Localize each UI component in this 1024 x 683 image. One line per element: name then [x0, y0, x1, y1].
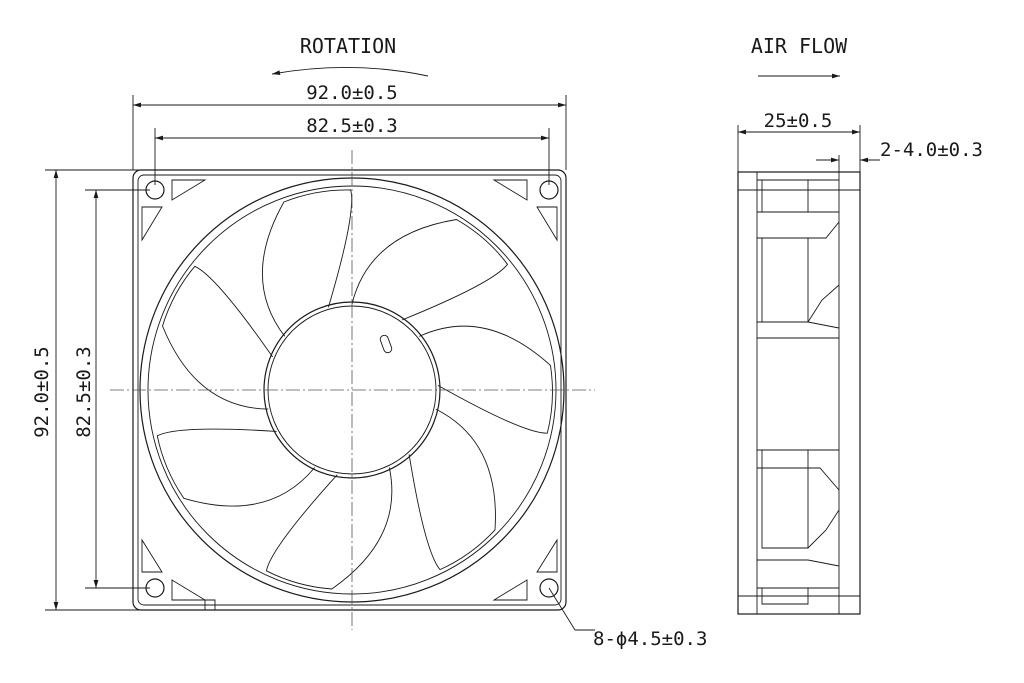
fan-blades [156, 189, 553, 590]
mount-hole-icon [539, 578, 559, 598]
height-overall-label: 92.0±0.5 [31, 346, 53, 438]
hub-label-slot [379, 334, 393, 354]
fan-blade [156, 428, 316, 507]
flange-dimension: 2-4.0±0.3 [816, 139, 983, 172]
front-view: ROTATION 92.0±0.5 82.5±0.3 92.0±0.5 [31, 34, 707, 650]
mount-hole-label: 8-ϕ4.5±0.3 [593, 628, 707, 650]
height-holes-label: 82.5±0.3 [73, 346, 95, 438]
fan-blade [262, 189, 353, 337]
mount-hole-callout: 8-ϕ4.5±0.3 [548, 587, 707, 650]
mount-hole-icon [539, 180, 559, 200]
width-overall-label: 92.0±0.5 [306, 82, 398, 104]
height-overall-dimension: 92.0±0.5 [31, 169, 140, 611]
air-flow-label: AIR FLOW [751, 34, 848, 58]
height-holes-dimension: 82.5±0.3 [73, 189, 150, 589]
upper-blade-profile [757, 179, 840, 339]
fan-blade [351, 219, 509, 321]
mount-hole-icon [145, 180, 165, 200]
depth-label: 25±0.5 [764, 110, 833, 132]
side-view: AIR FLOW 25±0.5 2-4.0±0.3 [737, 34, 983, 615]
width-overall-dimension: 92.0±0.5 [132, 82, 567, 170]
mount-hole-icon [145, 578, 165, 598]
width-holes-dimension: 82.5±0.3 [154, 115, 550, 185]
fan-blade [162, 265, 273, 410]
depth-dimension: 25±0.5 [737, 110, 861, 172]
cable-notch [204, 599, 216, 610]
lower-blade-profile [757, 449, 840, 605]
rotation-arrow-icon [271, 67, 429, 77]
fan-blade [408, 408, 496, 571]
width-holes-label: 82.5±0.3 [306, 115, 398, 137]
rotation-label: ROTATION [300, 34, 396, 58]
fan-blade [419, 325, 553, 434]
fan-blade [265, 467, 393, 590]
flange-label: 2-4.0±0.3 [880, 139, 983, 161]
mounting-holes [145, 180, 559, 598]
side-frame [737, 171, 861, 615]
corner-ribs [141, 179, 558, 601]
